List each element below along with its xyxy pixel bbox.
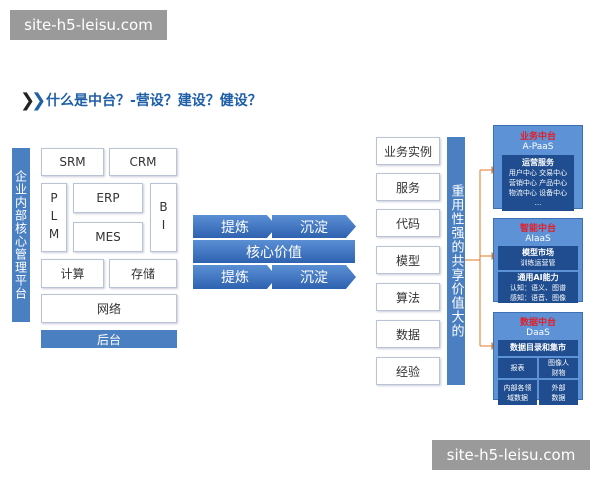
business-middle-platform-panel: 业务中台 A-PaaS 运营服务 用户中心 交易中心 营销中心 产品中心 物流中… [493, 125, 583, 211]
inner-line: ... [534, 199, 542, 207]
data-cell: 图像人财物 [539, 358, 578, 378]
core-value-bar: 核心价值 [193, 240, 355, 263]
inner-line: 感知：语音、图像 [510, 293, 566, 302]
data-cell: 内部各领域数据 [498, 380, 537, 405]
chevron-icon: ❯❯ [20, 90, 47, 111]
shared-value-label: 重用性强的共享价值大的 [447, 137, 465, 385]
panel-subtitle: DaaS [526, 328, 550, 338]
crm-box: CRM [109, 148, 177, 176]
inner-line: 训练运营管 [520, 259, 556, 267]
list-item: 服务 [376, 173, 440, 201]
model-market: 模型市场 训练运营管 [498, 246, 578, 270]
network-box: 网络 [41, 294, 177, 323]
data-cell: 外部数据 [539, 380, 578, 405]
mes-box: MES [73, 222, 143, 252]
inner-line: 物流中心 设备中心 [508, 189, 568, 197]
list-item: 模型 [376, 246, 440, 274]
erp-box: ERP [73, 183, 143, 213]
refine-arrow-bottom: 提炼 [193, 265, 277, 289]
general-ai-capability: 通用AI能力 认知：语义、图谱 感知：语音、图像 [498, 272, 578, 303]
connector-lines [465, 165, 495, 351]
data-catalog: 数据目录和集市 [498, 340, 578, 356]
inner-title: 运营服务 [522, 158, 554, 167]
bi-box: BI [150, 183, 177, 252]
inner-line: 用户中心 交易中心 [508, 169, 568, 177]
panel-title: 数据中台 [519, 318, 556, 328]
plm-box: PLM [41, 183, 67, 252]
compute-box: 计算 [41, 259, 104, 288]
list-item: 算法 [376, 283, 440, 311]
page-title: 什么是中台？-营设？建设？健设？ [46, 93, 262, 109]
deposit-arrow-bottom: 沉淀 [272, 265, 356, 289]
operation-services: 运营服务 用户中心 交易中心 营销中心 产品中心 物流中心 设备中心 ... [502, 155, 574, 211]
list-item: 代码 [376, 209, 440, 237]
list-item: 经验 [376, 357, 440, 385]
storage-box: 存储 [109, 259, 177, 288]
inner-line: 认知：语义、图谱 [510, 283, 566, 292]
data-cell: 报表 [498, 358, 537, 378]
panel-subtitle: AIaaS [525, 234, 551, 244]
panel-title: 业务中台 [519, 132, 556, 142]
backend-bar: 后台 [41, 330, 177, 348]
inner-line: 营销中心 产品中心 [508, 179, 568, 187]
watermark-top: site-h5-leisu.com [10, 10, 167, 40]
refine-arrow-top: 提炼 [193, 215, 277, 238]
inner-title: 模型市场 [522, 248, 554, 257]
data-middle-platform-panel: 数据中台 DaaS 数据目录和集市 报表 图像人财物 内部各领域数据 外部数据 [493, 312, 583, 405]
panel-title: 智能中台 [519, 224, 556, 234]
list-item: 业务实例 [376, 137, 440, 165]
inner-title: 数据目录和集市 [510, 343, 566, 352]
list-item: 数据 [376, 320, 440, 348]
inner-title: 通用AI能力 [517, 272, 559, 282]
panel-subtitle: A-PaaS [522, 142, 554, 152]
watermark-bottom: site-h5-leisu.com [432, 440, 590, 470]
srm-box: SRM [41, 148, 104, 176]
ai-middle-platform-panel: 智能中台 AIaaS 模型市场 训练运营管 通用AI能力 认知：语义、图谱 感知… [493, 218, 583, 303]
enterprise-platform-label: 企业内部核心管理平台 [12, 148, 30, 322]
deposit-arrow-top: 沉淀 [272, 215, 356, 238]
